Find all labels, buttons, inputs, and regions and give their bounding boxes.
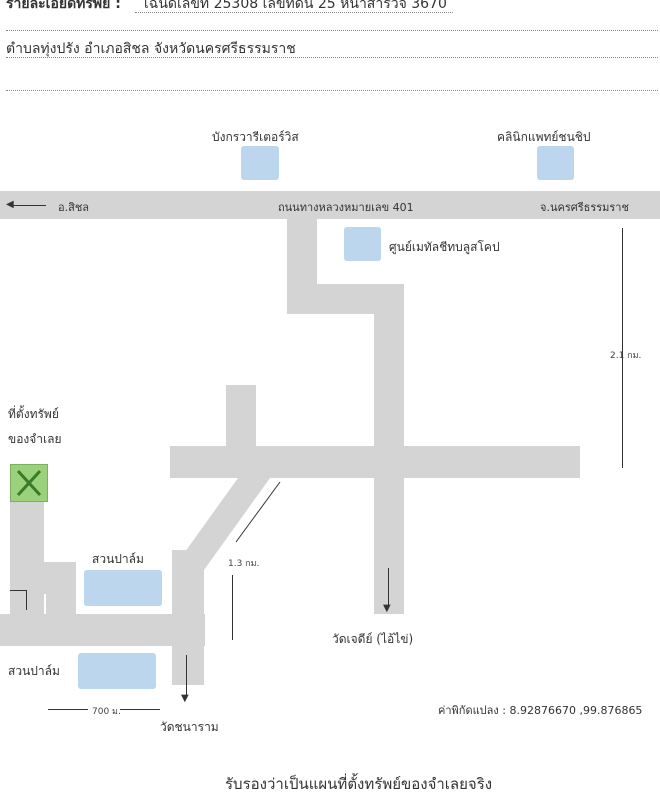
header-label: รายละเอียดทรัพย์ : xyxy=(6,0,121,12)
distance-line-1-3-diag xyxy=(235,481,281,543)
bracket-h xyxy=(10,590,26,591)
road-segment xyxy=(0,614,205,646)
road-to-nakhon: จ.นครศรีธรรมราช xyxy=(540,201,629,214)
wat-chanaram-label: วัดชนาราม xyxy=(160,720,219,734)
arrow-left-icon: ◀ xyxy=(6,199,14,210)
arrow-down-icon: ▼ xyxy=(383,603,391,614)
x-mark-icon xyxy=(16,469,42,497)
distance-line-1-3-vert xyxy=(232,575,233,640)
landmark-center: ศูนย์เมทัลชีทบลูสโคป xyxy=(389,240,500,254)
distance-line-2-1 xyxy=(622,228,623,468)
landmark-bangkravari-marker xyxy=(241,146,279,180)
highway-401 xyxy=(0,191,660,219)
arrow-line-wat-jedee xyxy=(388,568,389,608)
header-row: รายละเอียดทรัพย์ : โฉนดเลขที่ 25308 เลขท… xyxy=(6,0,453,15)
landmark-bangkravari: บังกรวารีเตอร์วิส xyxy=(212,130,299,144)
diagonal-road xyxy=(172,478,270,570)
palm-garden-2 xyxy=(78,653,156,689)
property-label-1: ที่ตั้งทรัพย์ xyxy=(8,407,59,421)
road-to-sichon: อ.สิชล xyxy=(58,201,90,214)
landmark-clinic-marker xyxy=(537,146,574,180)
palm-garden-2-label: สวนปาล์ม xyxy=(8,664,60,678)
dotted-line-3 xyxy=(6,90,658,91)
deed-text: โฉนดเลขที่ 25308 เลขที่ดิน 25 หน้าสำรวจ … xyxy=(135,0,453,13)
coordinates-text: ค่าพิกัดแปลง : 8.92876670 ,99.876865 xyxy=(438,704,643,717)
arrow-sichon-line xyxy=(12,205,46,206)
property-label-2: ของจำเลย xyxy=(8,432,62,446)
road-highway-label: ถนนทางหลวงหมายเลข 401 xyxy=(278,201,414,214)
landmark-clinic: คลินิกแพทย์ชนชิป xyxy=(497,130,591,144)
arrow-line-wat-chanaram xyxy=(186,655,187,697)
distance-line-700-right xyxy=(120,709,160,710)
road-segment xyxy=(10,500,44,615)
distance-2-1: 2.1 กม. xyxy=(610,351,642,361)
road-segment xyxy=(46,562,76,622)
property-marker xyxy=(10,464,48,502)
arrow-down-icon: ▼ xyxy=(181,693,189,704)
dotted-line-1 xyxy=(6,30,658,31)
distance-line-700-left xyxy=(48,709,88,710)
dotted-line-2 xyxy=(6,57,658,58)
distance-1-3: 1.3 กม. xyxy=(228,559,260,569)
certification-text: รับรองว่าเป็นแผนที่ตั้งทรัพย์ของจำเลยจริ… xyxy=(225,775,493,793)
distance-700: 700 ม. xyxy=(92,707,121,717)
palm-garden-1 xyxy=(84,570,162,606)
palm-garden-1-label: สวนปาล์ม xyxy=(92,552,144,566)
wat-jedee-label: วัดเจดีย์ (ไอ้ไข่) xyxy=(332,632,414,646)
landmark-center-marker xyxy=(344,227,381,261)
road-segment xyxy=(226,385,256,478)
bracket-v xyxy=(26,590,27,610)
location-row: ตำบลทุ่งปรัง อำเภอสิชล จังหวัดนครศรีธรรม… xyxy=(6,38,296,60)
location-text: ตำบลทุ่งปรัง อำเภอสิชล จังหวัดนครศรีธรรม… xyxy=(6,41,296,58)
road-segment xyxy=(172,550,204,685)
